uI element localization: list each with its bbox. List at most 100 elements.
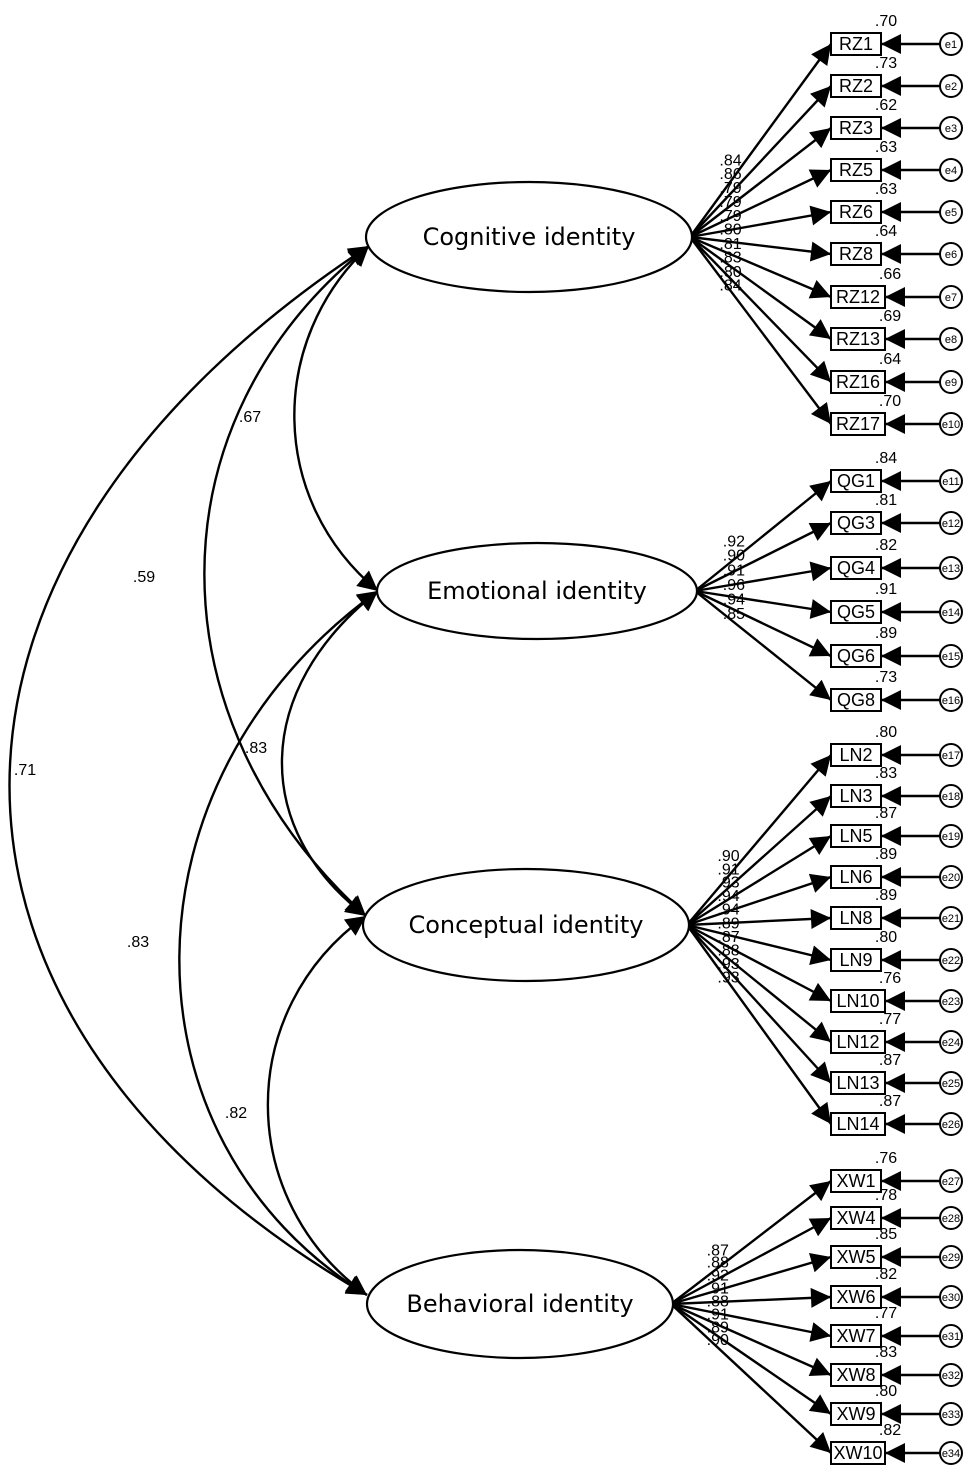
r-squared-value: .76 [879, 970, 901, 987]
correlation-arc [203, 245, 370, 917]
loading-value: .94 [717, 902, 739, 919]
observed-label: XW9 [836, 1404, 875, 1424]
observed-label: RZ8 [839, 244, 873, 264]
correlation-arc [266, 915, 368, 1296]
loading-path [689, 236, 832, 383]
loading-value: .93 [717, 970, 739, 987]
r-squared-value: .62 [875, 97, 897, 114]
loading-value: .80 [719, 264, 741, 281]
correlation-value: .67 [239, 409, 261, 426]
loading-path [686, 834, 832, 927]
r-squared-value: .89 [875, 625, 897, 642]
loading-path [670, 1302, 832, 1342]
correlation-value: .59 [133, 569, 155, 586]
error-label: e3 [945, 123, 957, 135]
observed-label: LN14 [836, 1114, 879, 1134]
observed-label: LN2 [839, 745, 872, 765]
r-squared-value: .89 [875, 846, 897, 863]
loading-path [694, 590, 832, 701]
loading-path [670, 1216, 832, 1306]
observed-rz8: RZ8 e6 [830, 242, 963, 266]
loading-path [670, 1180, 832, 1305]
error-label: e29 [942, 1252, 960, 1264]
loading-value: .85 [723, 606, 745, 623]
r-squared-value: .87 [879, 1093, 901, 1110]
loading-path [689, 236, 832, 340]
loading-path [689, 235, 832, 299]
r-squared-value: .63 [875, 181, 897, 198]
observed-label: XW5 [836, 1247, 875, 1267]
r-squared-value: .80 [875, 724, 897, 741]
latent-label: Conceptual identity [408, 911, 643, 939]
error-label: e1 [945, 39, 957, 51]
loading-value: .93 [717, 875, 739, 892]
loading-value: .96 [723, 577, 745, 594]
correlation-value: .83 [245, 740, 267, 757]
observed-label: XW1 [836, 1171, 875, 1191]
error-label: e8 [945, 334, 957, 346]
loading-path [689, 236, 832, 425]
loading-value: .94 [717, 888, 739, 905]
latent-label: Emotional identity [427, 577, 647, 605]
r-squared-value: .69 [879, 308, 901, 325]
loading-value: .84 [719, 278, 741, 295]
observed-label: RZ5 [839, 160, 873, 180]
error-label: e4 [945, 165, 957, 177]
loading-value: .87 [707, 1242, 729, 1259]
error-label: e7 [945, 292, 957, 304]
loading-value: .84 [719, 152, 741, 169]
correlation-value: .71 [14, 762, 36, 779]
r-squared-value: .66 [879, 266, 901, 283]
loading-value: .83 [719, 250, 741, 267]
loading-path [686, 923, 832, 965]
latent-ellipse [365, 1248, 675, 1360]
loading-value: .89 [707, 1319, 729, 1336]
loading-path [670, 1302, 832, 1377]
error-label: e11 [942, 476, 960, 488]
loading-path [686, 754, 832, 926]
observed-label: XW4 [836, 1208, 875, 1228]
observed-label: RZ3 [839, 118, 873, 138]
loading-value: .88 [717, 943, 739, 960]
r-squared-value: .77 [879, 1011, 901, 1028]
observed-label: RZ2 [839, 76, 873, 96]
r-squared-value: .85 [875, 1226, 897, 1243]
error-label: e23 [942, 996, 960, 1008]
loading-path [686, 908, 832, 929]
error-label: e2 [945, 81, 957, 93]
observed-label: XW8 [836, 1365, 875, 1385]
latent-label: Cognitive identity [423, 223, 636, 251]
error-label: e6 [945, 249, 957, 261]
error-label: e34 [942, 1448, 960, 1460]
r-squared-value: .80 [875, 1383, 897, 1400]
loading-path [686, 795, 832, 926]
loading-value: .86 [719, 166, 741, 183]
loading-path [686, 923, 832, 1003]
loading-path [689, 235, 832, 262]
r-squared-value: .82 [879, 1422, 901, 1439]
r-squared-value: .89 [875, 887, 897, 904]
r-squared-value: .78 [875, 1187, 897, 1204]
error-label: e12 [942, 518, 960, 530]
loading-path [689, 85, 832, 238]
latent-ellipse [361, 867, 691, 983]
r-squared-value: .77 [875, 1305, 897, 1322]
loading-paths [670, 43, 832, 1454]
loading-path [686, 873, 832, 927]
r-squared-value: .70 [879, 393, 901, 410]
r-squared-value: .64 [879, 351, 901, 368]
error-label: e33 [942, 1409, 960, 1421]
